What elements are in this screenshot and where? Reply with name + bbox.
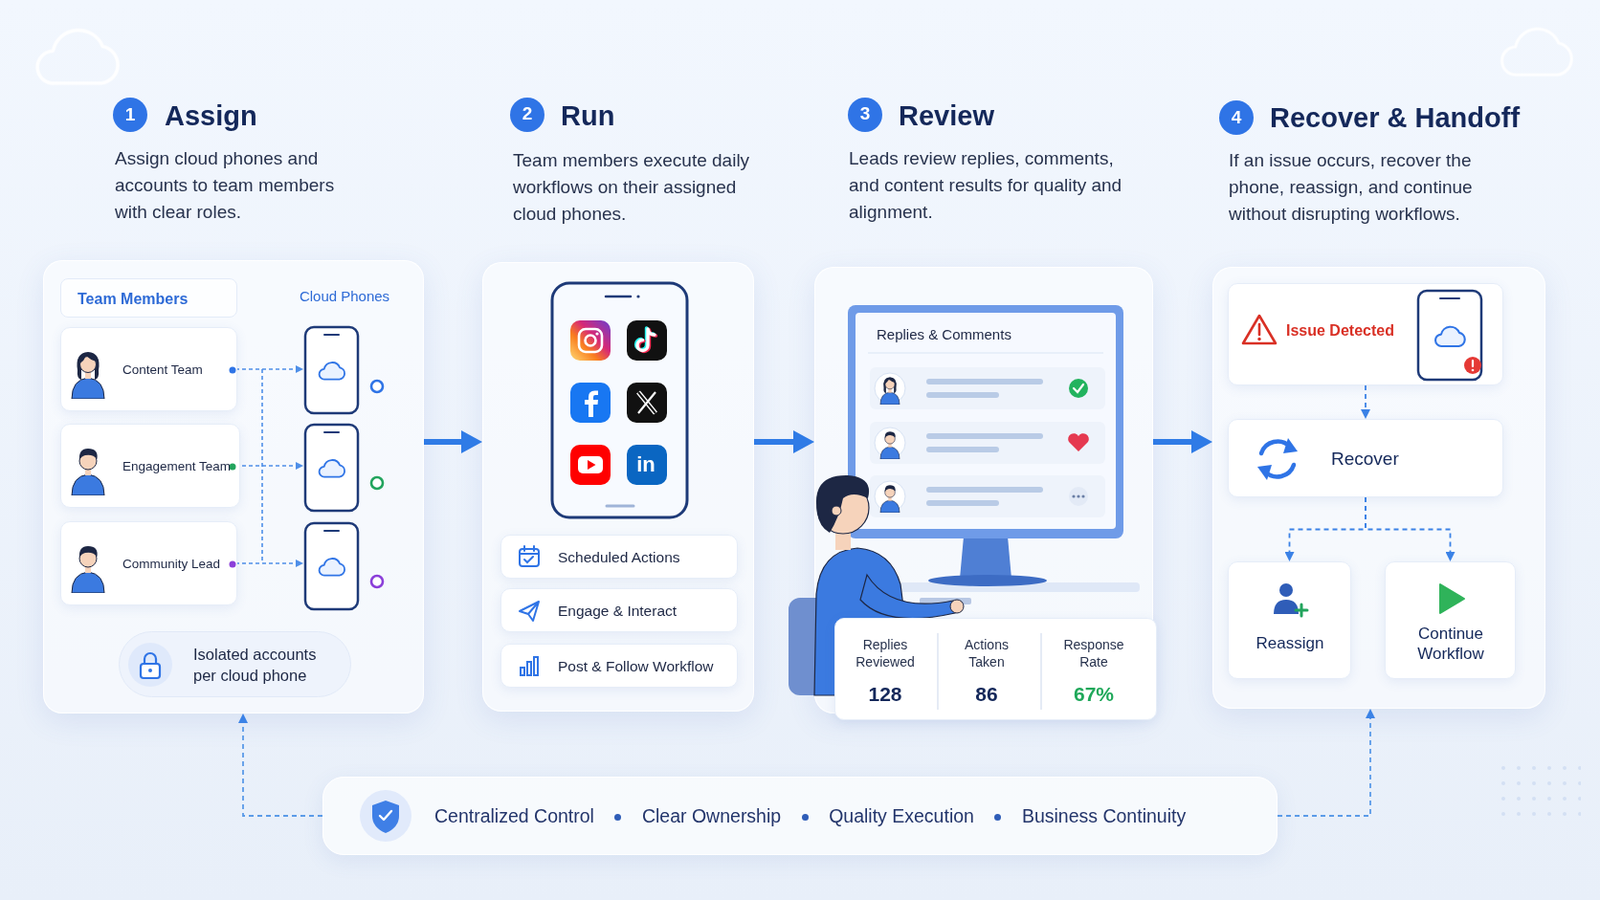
- action-text: Continue Workflow: [1398, 623, 1504, 665]
- column-header: Cloud Phones: [299, 288, 390, 306]
- principle-text: Clear Ownership: [642, 805, 781, 828]
- stat-label: Response Rate: [1053, 636, 1134, 671]
- step-panel: Team Members Content Team Engagement Tea…: [43, 260, 424, 714]
- action-text: Recover: [1331, 448, 1400, 471]
- action-text: Scheduled Actions: [557, 549, 681, 568]
- linkedin-icon: [626, 444, 667, 486]
- dashed-connector: [1277, 714, 1371, 817]
- decor-dots: [1500, 755, 1581, 825]
- info-text: Isolated accounts per cloud phone: [193, 644, 337, 687]
- stat-value: 128: [844, 682, 926, 707]
- team-name: Content Team: [122, 362, 203, 378]
- principle-text: Quality Execution: [828, 805, 975, 828]
- action-box: Post & Follow Workflow: [500, 644, 738, 689]
- column-header: Team Members: [60, 278, 238, 318]
- principles-band: Centralized Control Clear Ownership Qualit…: [322, 777, 1278, 856]
- stat-label: Actions Taken: [946, 636, 1027, 671]
- action-box: Engage & Interact: [500, 588, 738, 633]
- cloud-phone: [305, 327, 358, 610]
- step-description: Leads review replies, comments, and cont…: [848, 145, 1129, 226]
- flow-arrow: [1153, 439, 1200, 445]
- step-number: 2: [522, 103, 534, 126]
- alert-text: Issue Detected: [1286, 321, 1395, 340]
- team-member-card: Content Team: [60, 327, 238, 412]
- action-text: Engage & Interact: [557, 602, 677, 622]
- instagram-icon: [570, 320, 611, 361]
- stats-card: Replies Reviewed 128 Actions Taken 86 Respon…: [834, 618, 1157, 721]
- flow-arrow: [423, 439, 469, 445]
- desk: [833, 582, 1140, 593]
- screen-window: Replies & Comments: [858, 312, 1115, 532]
- action-box: Reassign: [1227, 561, 1352, 680]
- action-text: Post & Follow Workflow: [557, 658, 714, 677]
- step-panel: Issue Detected Recover Reassign Continue…: [1212, 266, 1546, 710]
- step-heading: Assign: [164, 99, 258, 134]
- x-icon: [626, 382, 667, 423]
- header-text: Team Members: [77, 289, 188, 309]
- step-panel: Replies & Comments Replies Reviewed 128 Ac…: [814, 266, 1154, 714]
- comment-row: [869, 367, 1106, 518]
- team-name: Community Lead: [122, 556, 221, 573]
- screen-title: Replies & Comments: [876, 326, 1012, 344]
- step-description: Team members execute daily workflows on …: [512, 147, 772, 228]
- step-number: 4: [1231, 107, 1243, 130]
- logo-text: in: [636, 452, 656, 478]
- step-panel: Scheduled Actions Engage & Interact Post…: [482, 262, 755, 712]
- step-number: 1: [125, 104, 136, 127]
- dashed-connector: [1289, 497, 1367, 556]
- action-box: Scheduled Actions: [500, 534, 738, 579]
- monitor: [847, 305, 1124, 587]
- team-member-card: Community Lead: [60, 521, 238, 606]
- dashed-connector: [243, 719, 323, 817]
- bullet-dot: [994, 814, 1001, 822]
- stat-label: Replies Reviewed: [844, 636, 926, 671]
- facebook-icon: [570, 382, 611, 423]
- dashed-connector: [1365, 497, 1451, 556]
- stat-value: 86: [946, 682, 1027, 707]
- step-number-circle: [112, 97, 1254, 135]
- step-heading: Run: [560, 99, 615, 134]
- action-box: Continue Workflow: [1384, 561, 1516, 680]
- team-name: Engagement Team: [122, 459, 231, 475]
- principle-text: Business Continuity: [1022, 805, 1186, 828]
- status-ring: [371, 380, 383, 588]
- action-box: Recover: [1227, 419, 1504, 498]
- stat-value: 67%: [1053, 682, 1134, 707]
- step-heading: Recover & Handoff: [1269, 101, 1520, 135]
- youtube-icon: [570, 444, 611, 486]
- bullet-dot: [801, 814, 809, 822]
- assignment-line: [235, 369, 303, 564]
- dashed-connector: [1364, 385, 1367, 414]
- decor-cloud: [37, 28, 1572, 84]
- principle-text: Centralized Control: [434, 805, 595, 828]
- action-text: Reassign: [1242, 634, 1338, 654]
- step-description: If an issue occurs, recover the phone, r…: [1228, 147, 1502, 228]
- step-heading: Review: [898, 99, 995, 134]
- team-member-card: Engagement Team: [60, 423, 241, 509]
- tiktok-icon: [626, 320, 667, 361]
- bullet-dot: [614, 814, 622, 822]
- flow-arrow: [754, 439, 801, 445]
- step-number: 3: [860, 103, 871, 126]
- status-box: Issue Detected: [1227, 283, 1504, 386]
- step-description: Assign cloud phones and accounts to team…: [114, 145, 359, 226]
- info-pill: Isolated accounts per cloud phone: [118, 631, 352, 698]
